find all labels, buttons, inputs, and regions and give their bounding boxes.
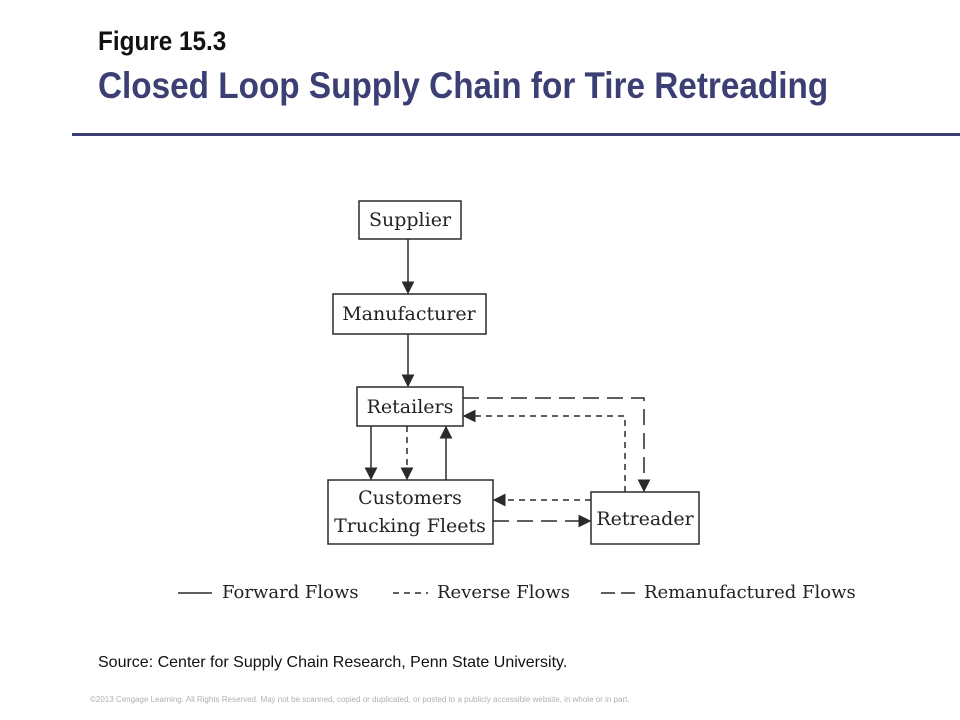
node-manufacturer-label: Manufacturer	[342, 303, 476, 325]
node-customers-label-line2: Trucking Fleets	[334, 515, 486, 537]
node-retreader: Retreader	[590, 491, 700, 545]
legend-forward-label: Forward Flows	[222, 582, 359, 603]
flow-retailers-to-retreader	[463, 397, 651, 493]
node-manufacturer: Manufacturer	[332, 293, 487, 335]
node-retailers-label: Retailers	[367, 396, 454, 418]
node-retailers: Retailers	[356, 386, 464, 427]
legend: Forward Flows Reverse Flows Remanufactur…	[178, 582, 856, 603]
flow-retreader-to-retailers	[462, 409, 626, 492]
copyright-notice: ©2013 Cengage Learning. All Rights Reser…	[90, 695, 630, 704]
node-customers-label-line1: Customers	[358, 487, 462, 509]
legend-reverse-label: Reverse Flows	[437, 582, 570, 603]
legend-remanufactured-label: Remanufactured Flows	[644, 582, 856, 603]
figure-number: Figure 15.3	[98, 26, 227, 56]
title-divider	[72, 133, 960, 136]
node-supplier-label: Supplier	[369, 209, 452, 231]
page-title: Closed Loop Supply Chain for Tire Retrea…	[98, 65, 829, 106]
node-retreader-label: Retreader	[596, 508, 694, 530]
node-supplier: Supplier	[358, 200, 462, 240]
source-citation: Source: Center for Supply Chain Research…	[98, 654, 568, 671]
node-customers: Customers Trucking Fleets	[327, 479, 494, 545]
